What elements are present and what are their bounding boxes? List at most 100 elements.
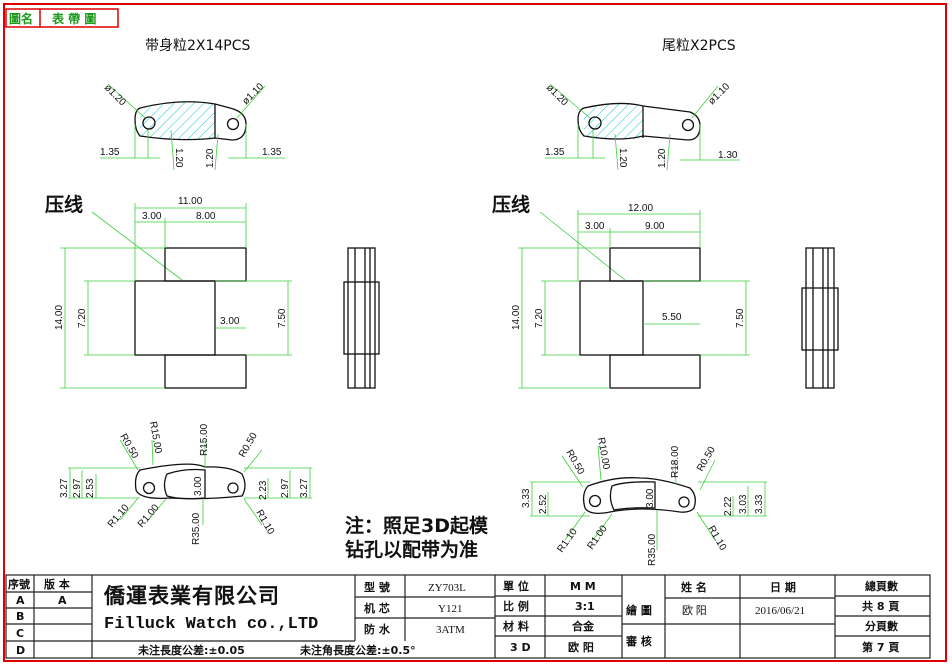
- dim-hole-right: ø1.10: [240, 81, 266, 107]
- dim-center: 3.00: [193, 476, 204, 496]
- dim-edge-left: 1.35: [100, 147, 120, 158]
- dim-h6: 3.33: [754, 494, 765, 514]
- dim-r3: R15.00: [199, 423, 210, 456]
- drawn-by: 欧 阳: [682, 604, 707, 617]
- seq-header: 序號: [8, 577, 30, 591]
- right-view-title: 尾粒X2PCS: [662, 38, 736, 54]
- dim-h1: 3.33: [521, 488, 532, 508]
- dim-center: 3.00: [645, 488, 656, 508]
- version-header: 版 本: [44, 577, 70, 591]
- dim-inner: 3.00: [220, 316, 240, 327]
- dim-tab-width: 9.00: [645, 221, 665, 232]
- note-line-2: 钻孔以配带为准: [345, 538, 478, 561]
- dim-h4: 2.22: [723, 496, 734, 516]
- movement-label: 机 芯: [364, 601, 390, 615]
- note-line-1: 注：照足3D起模: [345, 514, 489, 537]
- dim-h5: 2.97: [280, 478, 291, 498]
- dim-hole-left: ø1.20: [102, 82, 128, 108]
- dim-hole-left: ø1.20: [544, 82, 570, 108]
- dim-offset: 3.00: [585, 221, 605, 232]
- water-label: 防 水: [364, 622, 391, 636]
- 3d-value: 欧 阳: [568, 640, 594, 654]
- dim-r2: R15.00: [147, 421, 164, 455]
- dim-height: 14.00: [54, 305, 65, 330]
- model-value: ZY703L: [428, 582, 466, 594]
- date-header: 日 期: [770, 580, 796, 594]
- press-line-label: 压线: [492, 193, 530, 216]
- dim-edge-left: 1.35: [545, 147, 565, 158]
- material-value: 合金: [572, 619, 595, 633]
- left-view: 带身粒2X14PCS ø1.20 ø1.10 1.35 1.20 1.20 1.…: [45, 38, 380, 545]
- movement-value: Y121: [438, 603, 462, 615]
- drawing-name-label: 圖名: [9, 11, 33, 26]
- press-line-label: 压线: [45, 193, 83, 216]
- dim-h5: 3.03: [738, 494, 749, 514]
- dim-h2: 2.97: [72, 478, 83, 498]
- dim-r6: R1.00: [136, 502, 162, 530]
- revision-seq: A: [16, 594, 25, 607]
- dim-edge-right: 1.35: [262, 147, 282, 158]
- revision-version: A: [58, 594, 67, 607]
- dim-r7: R35.00: [191, 512, 202, 545]
- right-side-view: [801, 247, 839, 389]
- drawing-border: [3, 3, 947, 662]
- dim-r5: R1.10: [106, 502, 132, 530]
- dim-overall-width: 12.00: [628, 203, 653, 214]
- dim-r8: R1.10: [705, 524, 728, 553]
- dim-r1: R0.50: [117, 432, 140, 461]
- drawn-date: 2016/06/21: [755, 605, 805, 617]
- dim-h4: 2.23: [258, 480, 269, 500]
- revision-seq: B: [16, 610, 24, 623]
- total-pages-label: 總頁數: [865, 579, 898, 593]
- dim-r4: R0.50: [237, 431, 260, 460]
- left-profile-view: R0.50 R15.00 R15.00 R0.50 R1.10 R1.00 R3…: [59, 421, 312, 545]
- title-block: 序號 版 本 A A B C D 僑運表業有限公司 Filluck Watch …: [5, 574, 931, 659]
- dim-r6: R1.00: [585, 523, 610, 552]
- left-side-view: [343, 247, 380, 389]
- right-profile-view: R0.50 R10.00 R18.00 R0.50 R1.10 R1.00 R3…: [521, 437, 767, 566]
- length-tolerance: 未注長度公差:±0.05: [137, 643, 245, 657]
- dim-mid-height: 7.20: [77, 308, 88, 328]
- right-top-section: ø1.20 ø1.10 1.35 1.20 1.20 1.30: [544, 81, 740, 171]
- dim-r4: R0.50: [695, 445, 718, 474]
- angle-tolerance: 未注角長度公差:±0.5°: [299, 643, 416, 657]
- dim-r7: R35.00: [647, 533, 658, 566]
- scale-label: 比 例: [503, 599, 529, 613]
- left-plan-view: 压线 11.00 3.00 8.00 14.00 7.20 3.00 7.50: [45, 193, 292, 389]
- dim-edge-right: 1.30: [718, 150, 738, 161]
- unit-label: 單 位: [503, 579, 529, 593]
- dim-offset: 3.00: [142, 211, 162, 222]
- material-label: 材 料: [503, 619, 529, 633]
- scale-value: 3:1: [575, 600, 595, 613]
- revision-seq: D: [16, 644, 25, 657]
- water-value: 3ATM: [436, 624, 465, 636]
- revision-seq: C: [16, 627, 24, 640]
- drawing-name-value: 表 帶 圖: [51, 11, 96, 26]
- dim-height: 14.00: [511, 305, 522, 330]
- dim-overall-width: 11.00: [178, 196, 203, 207]
- drawn-label: 繪 圖: [626, 603, 652, 617]
- name-header: 姓 名: [681, 580, 707, 594]
- dim-r3: R18.00: [670, 445, 681, 478]
- dim-h3: 2.53: [85, 478, 96, 498]
- dim-h2: 2.52: [538, 494, 549, 514]
- 3d-label: 3 D: [510, 641, 531, 654]
- dim-tab-height: 7.50: [735, 308, 746, 328]
- right-plan-view: 压线 12.00 3.00 9.00 14.00 7.20 5.50 7.50: [492, 193, 750, 389]
- company-name-cn: 僑運表業有限公司: [103, 584, 280, 608]
- dim-hole-right: ø1.10: [706, 81, 732, 107]
- model-label: 型 號: [364, 580, 390, 594]
- dim-r5: R1.10: [555, 526, 580, 555]
- dim-mid-height: 7.20: [534, 308, 545, 328]
- left-top-section: ø1.20 ø1.10 1.35 1.20 1.20 1.35: [100, 81, 285, 171]
- drawing-name-tag: 圖名 表 帶 圖: [5, 8, 119, 28]
- company-name-en: Filluck Watch co.,LTD: [104, 615, 318, 634]
- dim-gap-left: 1.20: [617, 148, 628, 168]
- page-label: 分頁數: [865, 619, 898, 633]
- dim-gap-right: 1.20: [205, 148, 216, 168]
- total-pages: 共 8 頁: [862, 599, 899, 613]
- dim-tab-height: 7.50: [277, 308, 288, 328]
- dim-r8: R1.10: [253, 508, 276, 537]
- unit-value: M M: [570, 580, 596, 593]
